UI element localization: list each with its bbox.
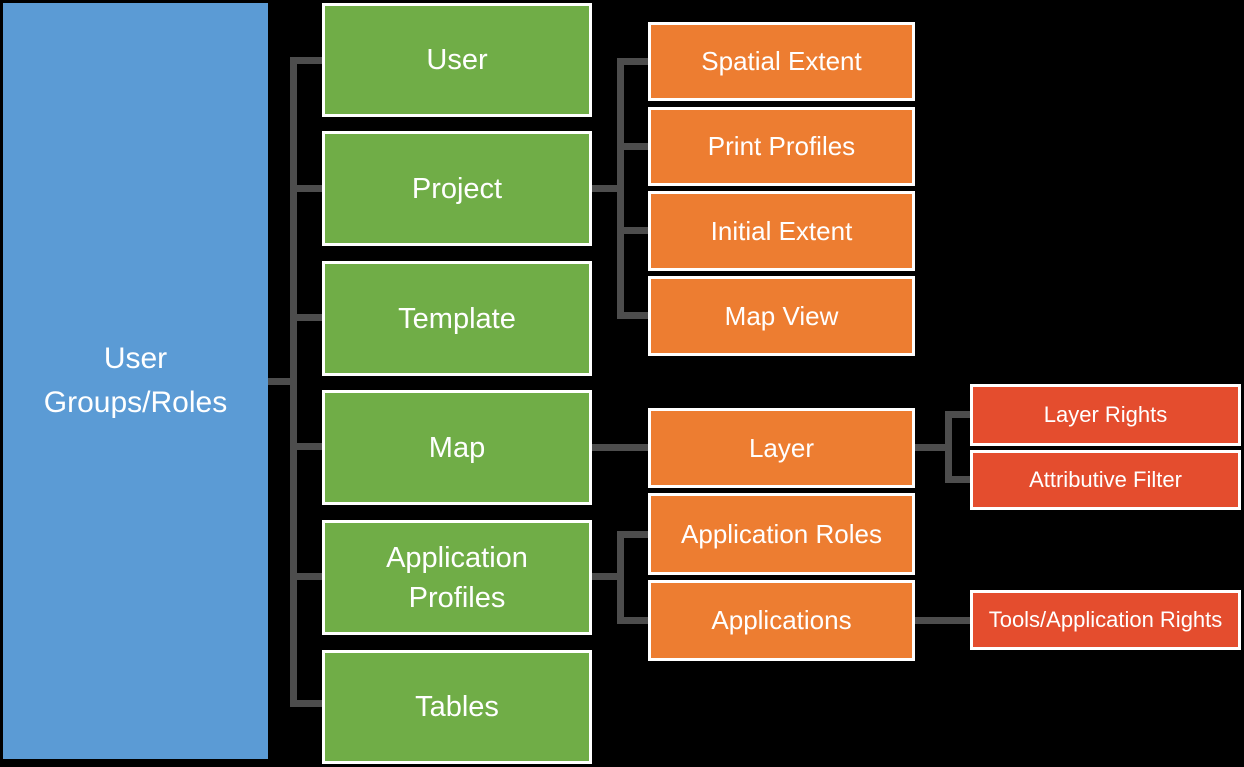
node-layer-rights: Layer Rights [970, 384, 1241, 446]
node-label: Template [398, 302, 516, 335]
node-user-groups-roles: User Groups/Roles [3, 3, 268, 759]
node-label: Tables [415, 691, 499, 723]
node-applications: Applications [648, 580, 915, 661]
node-application-profiles: Application Profiles [322, 520, 592, 635]
node-application-roles: Application Roles [648, 493, 915, 575]
connector-trunk-project-children [617, 58, 624, 319]
connector-to-application-profiles [290, 573, 323, 580]
node-spatial-extent: Spatial Extent [648, 22, 915, 101]
connector-applications-tools [915, 617, 971, 624]
node-project: Project [322, 131, 592, 246]
connector-to-map [290, 443, 323, 450]
connector-layer-trunk [915, 444, 952, 451]
connector-to-project [290, 185, 323, 192]
node-label: Applications [711, 605, 852, 635]
node-tools-application-rights: Tools/Application Rights [970, 590, 1241, 650]
node-label: Layer [748, 432, 815, 463]
node-label: Print Profiles [707, 131, 856, 161]
connector-to-application-roles [617, 531, 649, 538]
connector-project-trunk [592, 185, 624, 192]
node-attributive-filter: Attributive Filter [970, 450, 1241, 510]
node-label: Attributive Filter [1029, 467, 1182, 492]
node-print-profiles: Print Profiles [648, 107, 915, 186]
node-map: Map [322, 390, 592, 505]
node-template: Template [322, 261, 592, 376]
node-label: Initial Extent [710, 215, 853, 246]
node-user: User [322, 3, 592, 117]
node-label: Tools/Application Rights [988, 607, 1223, 632]
node-label: Project [411, 172, 503, 205]
connector-to-print-profiles [617, 143, 649, 150]
connector-map-layer [592, 444, 649, 451]
connector-to-applications [617, 617, 649, 624]
connector-to-attributive-filter [945, 476, 971, 483]
node-initial-extent: Initial Extent [648, 191, 915, 271]
node-tables: Tables [322, 650, 592, 764]
connector-to-spatial-extent [617, 58, 649, 65]
node-map-view: Map View [648, 276, 915, 356]
node-label: User Groups/Roles [43, 342, 228, 419]
connector-application-profiles-trunk [592, 573, 624, 580]
node-label: Map [428, 431, 486, 464]
connector-trunk-layer-children [945, 411, 952, 483]
node-label: Map View [724, 300, 839, 331]
connector-to-map-view [617, 312, 649, 319]
node-label: Spatial Extent [701, 46, 862, 76]
connector-to-layer-rights [945, 411, 971, 418]
connector-trunk-appprofiles-children [617, 531, 624, 624]
connector-root-trunk [268, 378, 297, 385]
node-label: Layer Rights [1043, 402, 1168, 427]
node-label: Application Roles [681, 518, 882, 549]
connector-to-tables [290, 700, 323, 707]
node-layer: Layer [648, 408, 915, 488]
node-label: Application Profiles [386, 541, 528, 614]
connector-to-template [290, 314, 323, 321]
connector-trunk-level1 [290, 57, 297, 707]
connector-to-initial-extent [617, 227, 649, 234]
node-label: User [426, 44, 488, 76]
connector-to-user [290, 57, 323, 64]
